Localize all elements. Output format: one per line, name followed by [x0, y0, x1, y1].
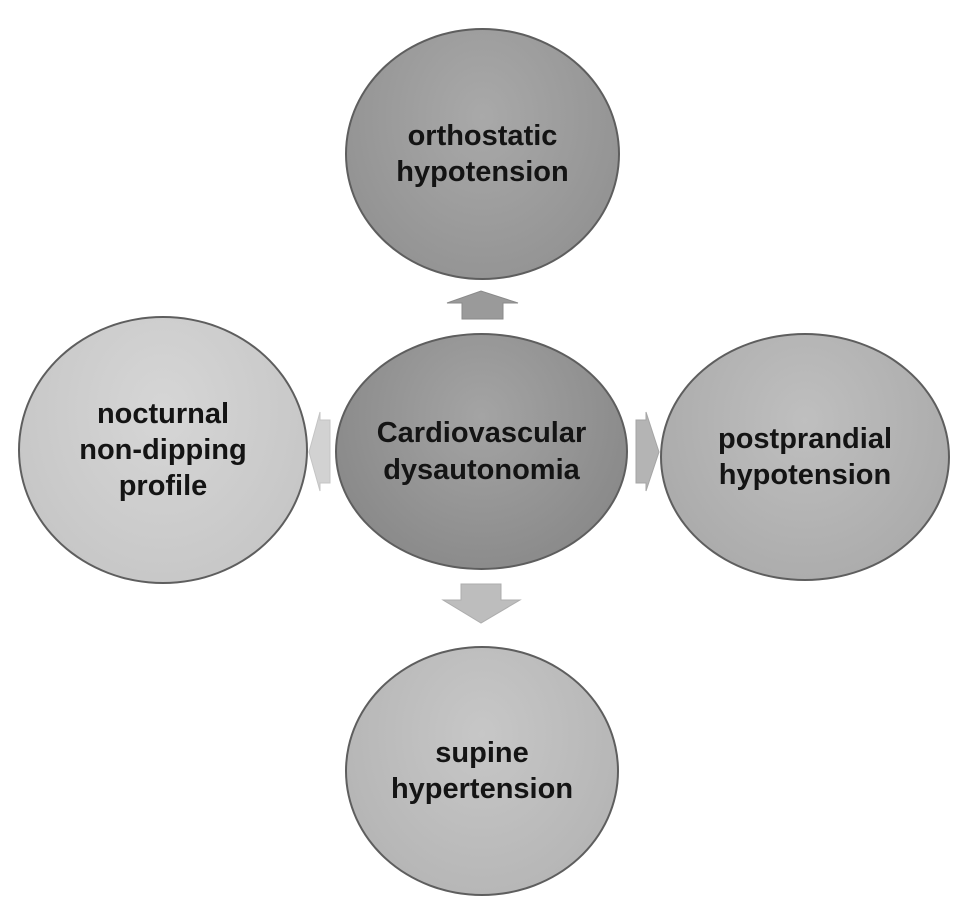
node-label: supine hypertension [390, 736, 574, 805]
node-label: Cardiovascular dysautonomia [376, 417, 587, 486]
node-orthostatic-hypotension: orthostatic hypotension [345, 28, 620, 280]
arrow-right-icon [635, 411, 660, 492]
arrow-down-icon [441, 583, 522, 624]
arrow-left-icon [308, 411, 331, 492]
node-supine-hypertension: supine hypertension [345, 646, 619, 896]
node-postprandial-hypotension: postprandial hypotension [660, 333, 950, 581]
node-nocturnal-non-dipping-profile: nocturnal non-dipping profile [18, 316, 308, 584]
node-cardiovascular-dysautonomia: Cardiovascular dysautonomia [335, 333, 628, 570]
arrow-up-icon [446, 290, 519, 320]
node-label: nocturnal non-dipping profile [79, 397, 247, 503]
node-label: orthostatic hypotension [396, 119, 569, 188]
node-label: postprandial hypotension [717, 422, 892, 491]
